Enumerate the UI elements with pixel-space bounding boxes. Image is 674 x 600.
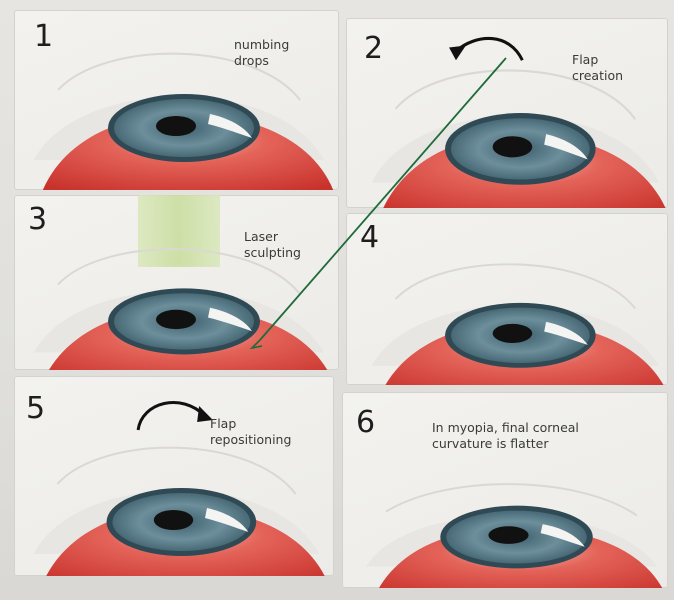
step-5-caption-line-1: Flap: [210, 416, 291, 432]
step-3-caption: Laser sculpting: [244, 229, 301, 260]
flap-lift-arrow: [455, 38, 522, 60]
step-2-caption-line-1: Flap: [572, 52, 623, 68]
step-5-caption-line-2: repositioning: [210, 432, 291, 448]
step-1-caption: numbing drops: [234, 37, 289, 68]
step-1-caption-line-2: drops: [234, 53, 289, 69]
step-2-caption: Flap creation: [572, 52, 623, 83]
step-4-panel: 4: [346, 213, 668, 385]
eye-illustration-1: [14, 10, 339, 190]
step-6-number: 6: [356, 408, 375, 438]
step-2-number: 2: [364, 34, 383, 64]
step-4-number: 4: [360, 223, 379, 253]
step-6-panel: 6 In myopia, final corneal curvature is …: [342, 392, 668, 588]
step-1-caption-line-1: numbing: [234, 37, 289, 53]
step-5-panel: 5 Flap repositioning: [14, 376, 334, 576]
step-3-caption-line-1: Laser: [244, 229, 301, 245]
step-5-caption: Flap repositioning: [210, 416, 291, 447]
flap-return-arrow: [138, 402, 205, 430]
eye-illustration-2: [346, 18, 668, 208]
step-2-panel: 2 Flap creation: [346, 18, 668, 208]
eye-illustration-3: [14, 195, 339, 370]
step-3-caption-line-2: sculpting: [244, 245, 301, 261]
step-2-caption-line-2: creation: [572, 68, 623, 84]
laser-beam: [138, 195, 220, 267]
step-6-caption-line-2: curvature is flatter: [432, 436, 579, 452]
step-5-number: 5: [26, 394, 45, 424]
step-3-number: 3: [28, 205, 47, 235]
eye-illustration-4: [346, 213, 668, 385]
eye-illustration-5: [14, 376, 334, 576]
step-3-panel: 3 Laser sculpting: [14, 195, 339, 370]
step-6-caption-line-1: In myopia, final corneal: [432, 420, 579, 436]
step-1-panel: 1 numbing drops: [14, 10, 339, 190]
flap-lift-arrowhead: [449, 45, 466, 60]
step-1-number: 1: [34, 22, 53, 52]
step-6-caption: In myopia, final corneal curvature is fl…: [432, 420, 579, 451]
